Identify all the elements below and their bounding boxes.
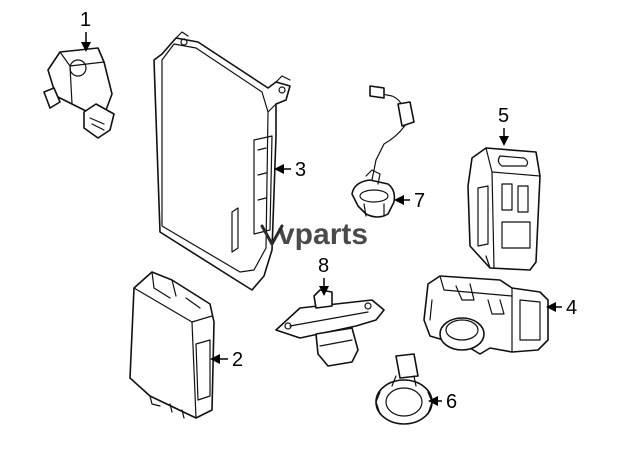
callout-label-2: 2 — [232, 349, 243, 371]
callout-label-4: 4 — [566, 297, 577, 319]
callout-6: 6 — [428, 391, 457, 413]
part-2-control-unit — [129, 271, 215, 419]
part-1-sensor — [43, 47, 115, 139]
callout-label-3: 3 — [295, 159, 306, 181]
callout-2: 2 — [210, 349, 243, 371]
callout-5: 5 — [498, 105, 509, 146]
callout-label-5: 5 — [498, 105, 509, 127]
watermark-text: vparts — [278, 218, 368, 251]
part-4-parking-sensor — [423, 275, 549, 355]
part-7-sensor-with-lead — [351, 85, 415, 218]
callout-7: 7 — [394, 190, 425, 212]
callout-4: 4 — [546, 297, 577, 319]
callout-8: 8 — [318, 255, 329, 296]
callout-1: 1 — [80, 9, 91, 52]
callout-label-8: 8 — [318, 255, 329, 277]
part-3-control-module — [153, 31, 291, 291]
part-6-retainer-ring — [375, 353, 433, 425]
callout-label-6: 6 — [446, 391, 457, 413]
part-8-camera-assembly — [275, 289, 385, 367]
watermark: vparts — [260, 218, 368, 251]
callout-label-1: 1 — [80, 9, 91, 31]
callout-3: 3 — [274, 159, 306, 181]
part-5-bracket — [467, 147, 541, 271]
callout-label-7: 7 — [414, 190, 425, 212]
